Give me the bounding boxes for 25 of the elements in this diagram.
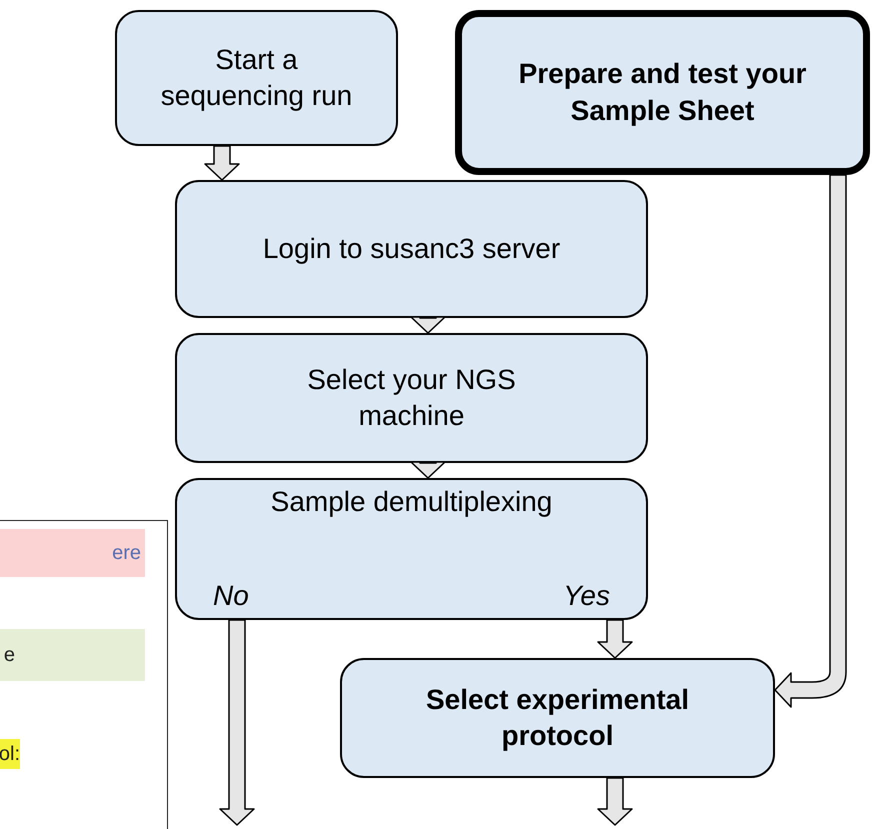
box-text: Start a sequencing run <box>160 42 354 113</box>
process-box <box>455 10 870 175</box>
decision-box <box>175 478 648 620</box>
process-box <box>115 10 398 146</box>
highlighted-text: ol: <box>0 739 20 769</box>
block-arrow <box>597 619 633 659</box>
box-text: Sample demultiplexing <box>270 485 552 519</box>
box-text: Prepare and test your Sample Sheet <box>518 57 808 128</box>
box-text: Select your NGS machine <box>306 362 517 433</box>
block-arrow <box>774 174 847 708</box>
box-text: Select experimental protocol <box>424 682 690 753</box>
box-text: Login to susanc3 server <box>262 232 560 266</box>
block-arrow <box>219 619 255 826</box>
branch-label: Yes <box>563 578 610 613</box>
block-arrow <box>410 461 446 479</box>
highlighted-text: e <box>0 629 145 681</box>
process-box <box>175 333 648 463</box>
highlighted-text: ere <box>0 529 145 577</box>
screenshot-panel <box>0 520 168 829</box>
process-box <box>175 180 648 318</box>
branch-label: No <box>213 578 249 613</box>
block-arrow <box>204 145 240 181</box>
process-box <box>340 658 775 778</box>
block-arrow <box>597 777 633 826</box>
block-arrow <box>410 316 446 334</box>
